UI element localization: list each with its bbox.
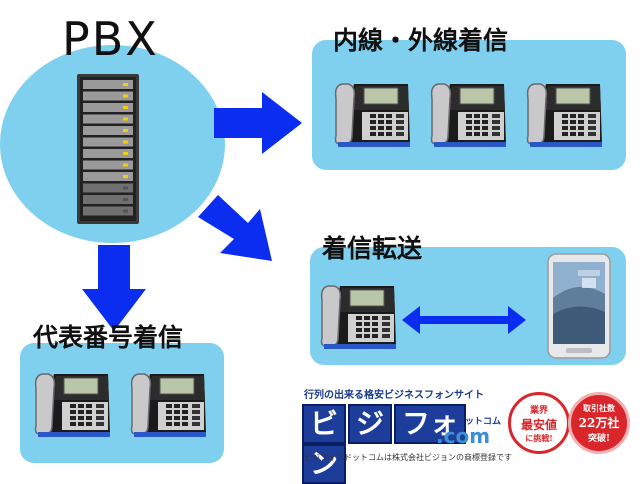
- rack-led: [123, 106, 128, 109]
- rack-led: [123, 129, 128, 132]
- rack-led: [123, 198, 128, 201]
- rack-led: [123, 163, 128, 167]
- logo-block-2: ジ: [348, 404, 393, 444]
- desk-phone-icon: [430, 83, 506, 147]
- rack-led: [123, 140, 128, 144]
- logo-block-4: ン: [302, 444, 347, 484]
- desk-phone-icon: [334, 83, 410, 147]
- badge-2-line-1: 取引社数: [583, 403, 615, 413]
- rack-led: [123, 94, 128, 98]
- desk-phone-icon: [130, 373, 206, 437]
- rack-unit: [83, 126, 133, 135]
- double-arrow-icon: [402, 306, 526, 334]
- rack-led: [123, 117, 128, 121]
- rack-unit: [83, 183, 133, 193]
- rack-unit: [83, 172, 133, 181]
- smartphone-icon: [547, 253, 611, 359]
- logo-block-1: ビ: [302, 404, 347, 444]
- logo-tagline: 行列の出来る格安ビジネスフォンサイト: [304, 390, 484, 401]
- bizifon-logo: ビジフォン: [302, 404, 498, 484]
- rack-led: [123, 152, 128, 155]
- rack-led: [123, 83, 128, 86]
- rack-led: [123, 186, 128, 190]
- rack-unit: [83, 195, 133, 204]
- rack-led: [123, 209, 128, 213]
- badge-2-line-2: 22万社: [578, 416, 620, 430]
- server-rack-icon: [77, 74, 139, 224]
- rack-led: [123, 175, 128, 178]
- arrow-to-transfer: [198, 195, 272, 261]
- rack-unit: [83, 103, 133, 112]
- badge-1-line-3: に挑戦!: [525, 433, 553, 443]
- badge-lowest-price: 業界 最安値 に挑戦!: [508, 392, 570, 454]
- logo-block-3: フォ: [394, 404, 467, 444]
- rack-unit: [83, 206, 133, 216]
- rack-unit: [83, 149, 133, 158]
- rack-unit: [83, 137, 133, 147]
- desk-phone-icon: [320, 285, 396, 349]
- logo-dotcom-kana: ドットコム: [456, 417, 502, 427]
- badge-2-line-3: 突破!: [588, 434, 610, 444]
- arrow-to-internal: [214, 92, 302, 154]
- transfer-title: 着信転送: [322, 234, 423, 263]
- logo-dotcom: .com: [436, 424, 491, 448]
- arrow-to-rep: [82, 245, 146, 331]
- desk-phone-icon: [526, 83, 602, 147]
- rack-unit: [83, 80, 133, 89]
- badge-1-line-2: 最安値: [520, 418, 557, 432]
- logo-footer: ビジフォンドットコムは株式会社ビジョンの商標登録です: [304, 453, 512, 462]
- rack-unit: [83, 160, 133, 170]
- desk-phone-icon: [34, 373, 110, 437]
- rack-unit: [83, 91, 133, 101]
- badge-1-line-1: 業界: [529, 406, 548, 416]
- internal-title: 内線・外線着信: [333, 26, 509, 55]
- badge-clients: 取引社数 22万社 突破!: [568, 392, 630, 454]
- pbx-label: PBX: [62, 12, 159, 66]
- rep-title: 代表番号着信: [33, 323, 184, 352]
- rack-unit: [83, 114, 133, 124]
